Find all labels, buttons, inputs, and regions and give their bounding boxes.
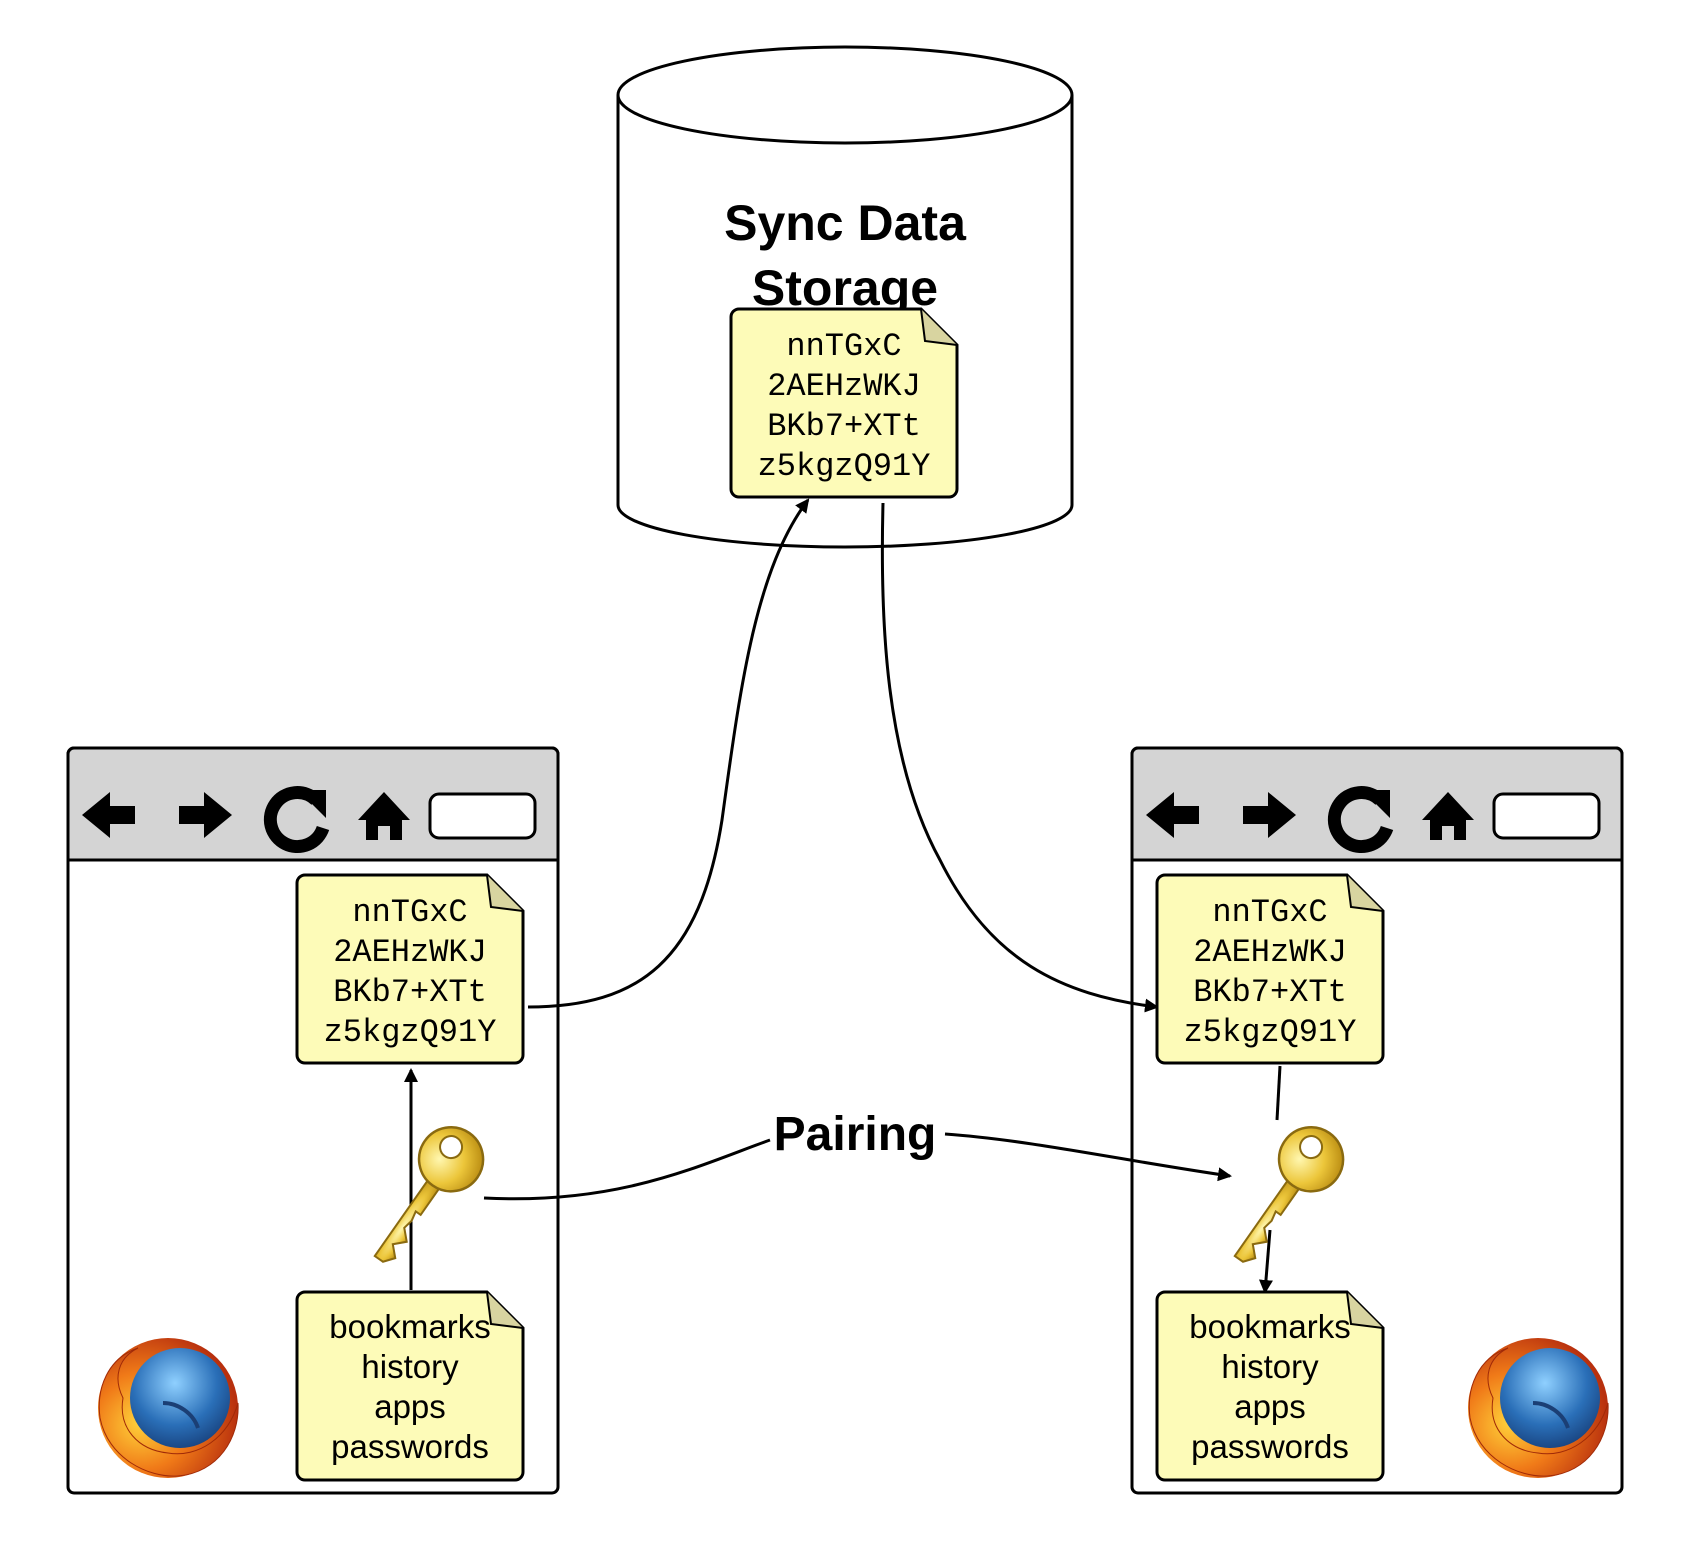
- data-line-2: history: [1221, 1348, 1319, 1385]
- cipher-line-2: 2AEHzWKJ: [767, 368, 921, 405]
- storage-encrypted-note: nnTGxC 2AEHzWKJ BKb7+XTt z5kgzQ91Y: [729, 307, 959, 499]
- cipher-line-4: z5kgzQ91Y: [758, 448, 931, 485]
- key-icon: [373, 1126, 485, 1263]
- data-line-4: passwords: [331, 1428, 489, 1465]
- left-encrypted-note: nnTGxC 2AEHzWKJ BKb7+XTt z5kgzQ91Y: [295, 873, 525, 1065]
- data-line-3: apps: [1234, 1388, 1306, 1425]
- storage-title-line2: Storage: [752, 260, 938, 316]
- data-line-1: bookmarks: [329, 1308, 490, 1345]
- forward-arrow-icon[interactable]: [1243, 792, 1296, 838]
- reload-icon[interactable]: [263, 786, 330, 854]
- url-bar[interactable]: [428, 792, 537, 840]
- pairing-label: Pairing: [774, 1108, 937, 1161]
- cipher-line-3: BKb7+XTt: [1193, 974, 1347, 1011]
- home-icon[interactable]: [1422, 792, 1474, 840]
- left-data-note: bookmarks history apps passwords: [295, 1290, 525, 1482]
- cipher-line-3: BKb7+XTt: [333, 974, 487, 1011]
- reload-icon[interactable]: [1327, 786, 1394, 854]
- home-icon[interactable]: [358, 792, 410, 840]
- cipher-line-4: z5kgzQ91Y: [1184, 1014, 1357, 1051]
- forward-arrow-icon[interactable]: [179, 792, 232, 838]
- download-connector: [880, 502, 1159, 1013]
- cipher-line-1: nnTGxC: [352, 894, 467, 931]
- data-line-2: history: [361, 1348, 459, 1385]
- cipher-line-4: z5kgzQ91Y: [324, 1014, 497, 1051]
- cipher-line-2: 2AEHzWKJ: [333, 934, 487, 971]
- pairing-connector-a: [483, 1138, 771, 1201]
- url-bar[interactable]: [1492, 792, 1601, 840]
- data-line-4: passwords: [1191, 1428, 1349, 1465]
- key-icon: [1233, 1126, 1345, 1263]
- cipher-line-1: nnTGxC: [1212, 894, 1327, 931]
- pairing-connector-b: [944, 1132, 1232, 1182]
- right-key-to-data: [1258, 1229, 1273, 1294]
- upload-connector: [527, 498, 810, 1009]
- cipher-line-2: 2AEHzWKJ: [1193, 934, 1347, 971]
- firefox-logo-icon: [1468, 1338, 1609, 1478]
- back-arrow-icon[interactable]: [1146, 792, 1199, 838]
- right-encrypted-note: nnTGxC 2AEHzWKJ BKb7+XTt z5kgzQ91Y: [1155, 873, 1385, 1065]
- data-line-1: bookmarks: [1189, 1308, 1350, 1345]
- toolbar-left: [82, 786, 537, 854]
- cipher-line-3: BKb7+XTt: [767, 408, 921, 445]
- storage-title-line1: Sync Data: [724, 195, 967, 251]
- cipher-line-1: nnTGxC: [786, 328, 901, 365]
- back-arrow-icon[interactable]: [82, 792, 135, 838]
- toolbar-right: [1146, 786, 1601, 854]
- data-line-3: apps: [374, 1388, 446, 1425]
- right-note-to-key: [1275, 1065, 1282, 1121]
- right-data-note: bookmarks history apps passwords: [1155, 1290, 1385, 1482]
- firefox-logo-icon: [98, 1338, 239, 1478]
